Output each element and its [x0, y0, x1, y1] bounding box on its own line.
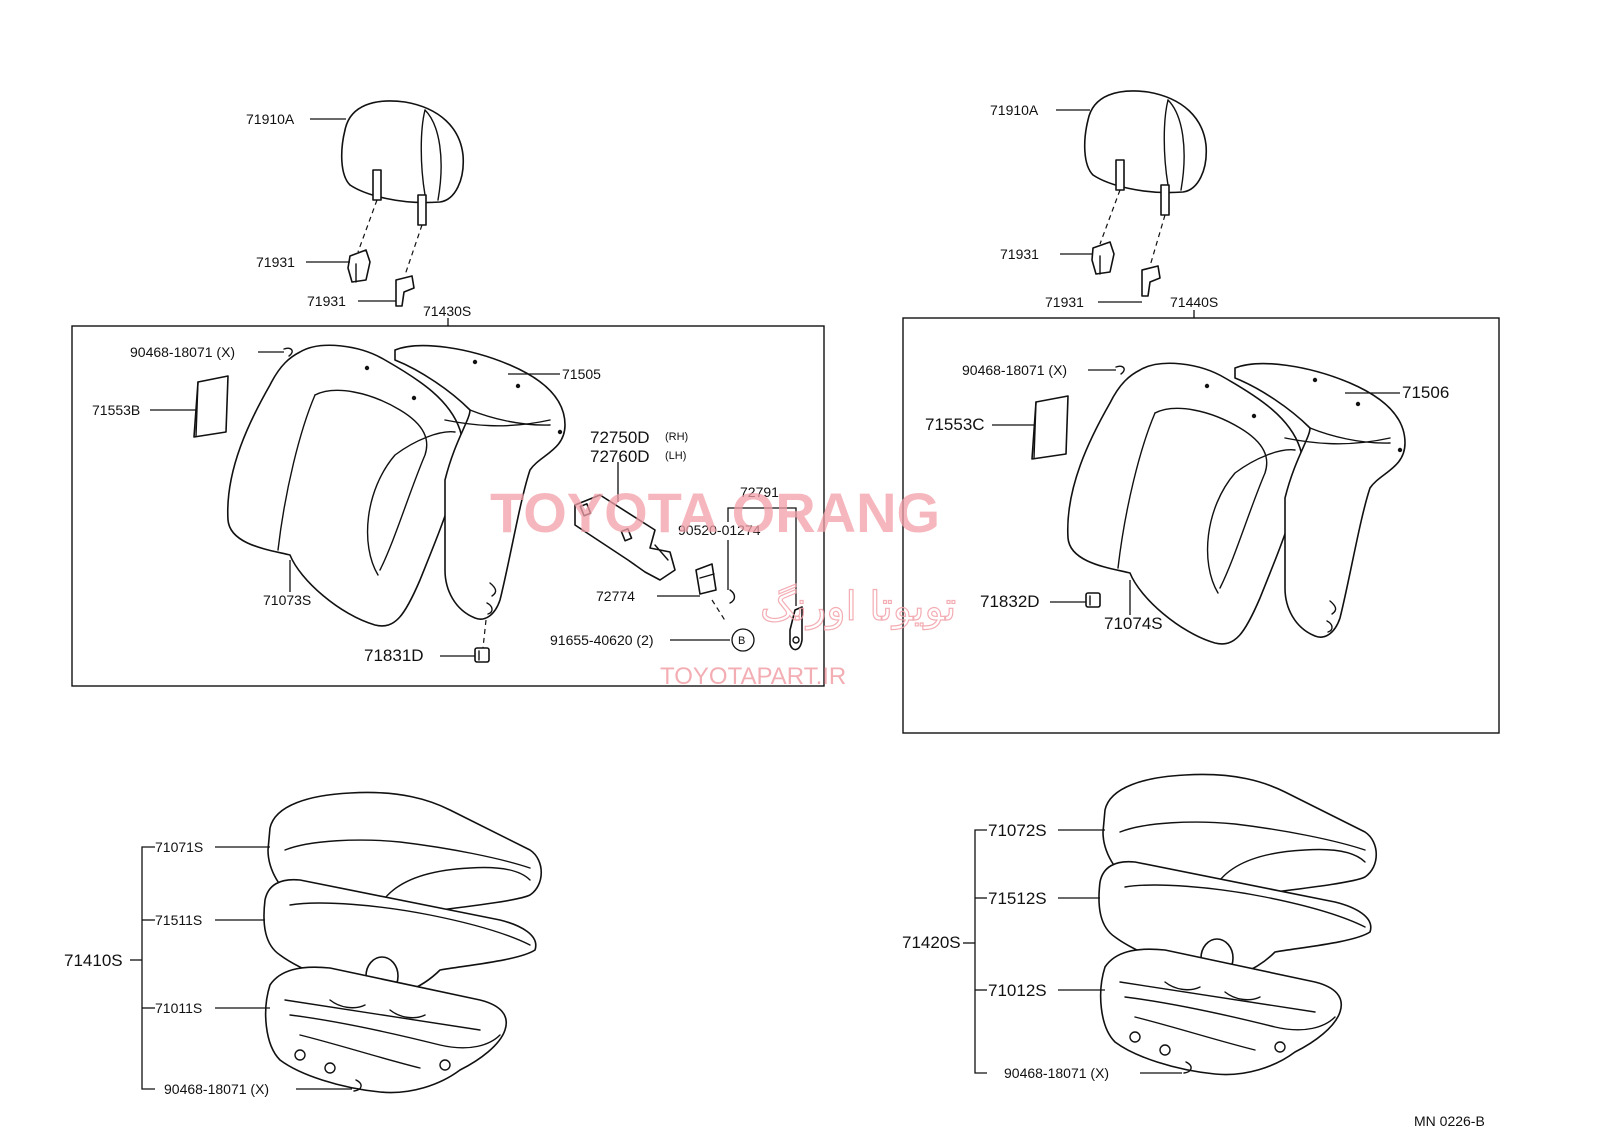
right-cushion-ring-icon [1183, 1061, 1192, 1074]
seat-belt-lever[interactable] [695, 563, 717, 595]
watermark-persian: تویوتا اورنگ [760, 584, 956, 630]
right-seatback-spring[interactable] [1234, 362, 1406, 638]
label-left-cushion-cover: 71071S [155, 839, 203, 855]
label-right-support-1: 71931 [1000, 246, 1039, 262]
label-belt-lh: 72760D [590, 447, 650, 466]
label-right-cushion-ring: 90468-18071 (X) [1004, 1065, 1109, 1081]
left-headrest-support-1[interactable] [347, 249, 371, 283]
label-left-support-1: 71931 [256, 254, 295, 270]
left-cover-clip[interactable] [474, 647, 490, 663]
watermark-main: TOYOTA ORANG [490, 481, 940, 544]
label-left-support-2: 71931 [307, 293, 346, 309]
right-hog-ring-icon [1115, 365, 1125, 375]
right-cover-clip[interactable] [1085, 592, 1101, 608]
seat-belt-buckle[interactable] [574, 494, 676, 581]
label-belt-lh-suffix: (LH) [665, 450, 686, 462]
left-cushion-frame[interactable] [264, 966, 507, 1094]
label-right-headrest: 71910A [990, 102, 1039, 118]
right-headrest[interactable] [1083, 90, 1208, 216]
left-headrest-support-2[interactable] [395, 275, 415, 307]
right-pad[interactable] [1031, 395, 1069, 460]
label-left-pad: 71553B [92, 402, 140, 418]
label-left-cushion-ring: 90468-18071 (X) [164, 1081, 269, 1097]
right-seatback-cover[interactable] [1066, 362, 1303, 645]
label-right-cushion-pad: 71512S [988, 889, 1047, 908]
label-left-back-spring: 71505 [562, 366, 601, 382]
label-left-back-assy: 71430S [423, 303, 471, 319]
right-headrest-support-1[interactable] [1091, 241, 1115, 275]
right-cushion-frame[interactable] [1099, 948, 1342, 1076]
label-right-hog-ring: 90468-18071 (X) [962, 362, 1067, 378]
label-right-back-assy: 71440S [1170, 294, 1218, 310]
label-right-back-spring: 71506 [1402, 383, 1449, 402]
left-cushion-ring-icon [353, 1079, 362, 1092]
belt-bolt-icon [729, 589, 736, 604]
label-belt-bracket: 72791 [740, 484, 779, 500]
watermark-url: TOYOTAPART.IR [660, 663, 846, 690]
label-belt-screw: 91655-40620 (2) [550, 632, 654, 648]
label-left-headrest: 71910A [246, 111, 295, 127]
label-right-support-2: 71931 [1045, 294, 1084, 310]
label-belt-rh: 72750D [590, 428, 650, 447]
label-right-back-cover: 71074S [1104, 614, 1163, 633]
label-left-back-cover: 71073S [263, 592, 311, 608]
right-headrest-support-2[interactable] [1141, 265, 1161, 297]
label-belt-ref: B [738, 635, 745, 647]
left-hog-ring-icon [283, 347, 293, 357]
label-left-hog-ring: 90468-18071 (X) [130, 344, 235, 360]
diagram-code: MN 0226-B [1414, 1113, 1485, 1129]
label-right-pad: 71553C [925, 415, 985, 434]
label-right-cover-clip: 71832D [980, 592, 1040, 611]
seat-belt-bracket[interactable] [789, 606, 803, 651]
left-pad[interactable] [193, 375, 229, 438]
label-left-cushion-pad: 71511S [155, 912, 202, 928]
right-back-assembly-box [902, 317, 1500, 734]
label-belt-rh-suffix: (RH) [665, 431, 688, 443]
label-belt-lever: 72774 [596, 588, 635, 604]
label-left-cover-clip: 71831D [364, 646, 424, 665]
left-seatback-cover[interactable] [226, 344, 463, 627]
label-belt-bolt: 90520-01274 [678, 522, 761, 538]
label-left-cushion-assy: 71410S [64, 951, 123, 970]
left-back-assembly-box [71, 325, 825, 687]
left-seatback-spring[interactable] [394, 344, 566, 620]
label-right-cushion-cover: 71072S [988, 821, 1047, 840]
left-headrest[interactable] [340, 100, 465, 226]
label-left-cushion-frame: 71011S [155, 1000, 202, 1016]
label-right-cushion-frame: 71012S [988, 981, 1047, 1000]
label-right-cushion-assy: 71420S [902, 933, 961, 952]
